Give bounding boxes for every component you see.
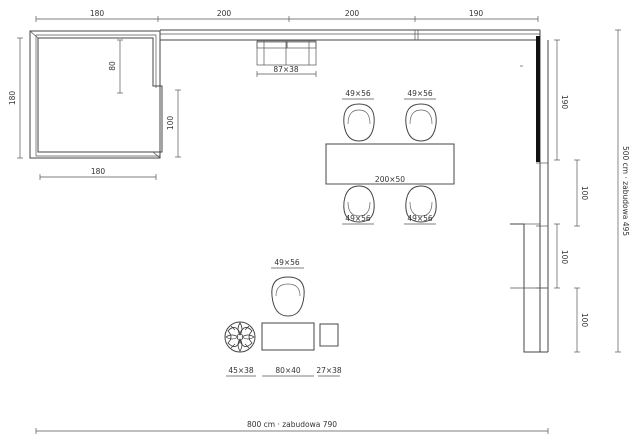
dim-top-4: 190 xyxy=(469,9,484,18)
shelf: 87×38 xyxy=(256,40,317,77)
dim-chair-bottom-left: 49×56 xyxy=(345,214,371,223)
dim-top-1: 180 xyxy=(90,9,105,18)
total-height-dimension: 500 cm · zabudowa 495 xyxy=(615,29,630,353)
right-dark-panel xyxy=(536,36,540,162)
dim-chair-top-left: 49×56 xyxy=(345,89,371,98)
dim-left-height: 180 xyxy=(8,91,17,106)
dim-total-height: 500 cm · zabudowa 495 xyxy=(621,146,630,236)
inner-80-dimension: 80 xyxy=(108,39,123,94)
dim-right-100c: 100 xyxy=(580,313,589,328)
top-wall-counter xyxy=(160,29,540,41)
dim-bottom-180: 180 xyxy=(91,167,106,176)
dim-lounge-chair: 49×56 xyxy=(274,258,300,267)
stool xyxy=(319,323,339,347)
dim-top-2: 200 xyxy=(217,9,232,18)
right-100a-dimension: 100 xyxy=(574,159,589,227)
dim-table-main: 200×50 xyxy=(375,175,405,184)
right-190-dimension: 190 xyxy=(554,39,569,161)
dim-right-190: 190 xyxy=(560,95,569,110)
desk xyxy=(261,322,315,351)
top-dimension-line: 180 200 200 190 xyxy=(35,9,539,22)
dim-right-100b: 100 xyxy=(560,250,569,265)
total-width-dimension: 800 cm · zabudowa 790 xyxy=(35,420,549,434)
right-100b-dimension: 100 xyxy=(554,223,569,289)
chair-dims: 49×56 49×56 200×50 49×56 49×56 xyxy=(326,89,454,225)
dim-desk: 80×40 xyxy=(275,366,301,375)
plant-icon xyxy=(224,321,256,353)
dim-chair-top-right: 49×56 xyxy=(407,89,433,98)
plant xyxy=(224,321,256,353)
bottom-small-dims: 45×38 80×40 27×38 xyxy=(226,366,342,377)
lounge-chair: 49×56 xyxy=(271,258,305,317)
right-100c-dimension: 100 xyxy=(574,287,589,353)
dim-chair-bottom-right: 49×56 xyxy=(407,214,433,223)
dim-top-3: 200 xyxy=(345,9,360,18)
chair-bottom-right xyxy=(405,185,437,223)
right-wall-counter xyxy=(510,30,549,353)
left-dimension-line: 180 xyxy=(8,37,23,159)
dim-total-width: 800 cm · zabudowa 790 xyxy=(247,420,337,429)
dim-plant: 45×38 xyxy=(228,366,254,375)
chair-top-left xyxy=(343,103,375,142)
corner-counter xyxy=(29,30,163,159)
dim-stool: 27×38 xyxy=(316,366,342,375)
side-100-dimension: 100 xyxy=(166,89,181,158)
dim-inner-80: 80 xyxy=(108,61,117,71)
bottom-180-dimension: 180 xyxy=(39,167,157,180)
chair-icon xyxy=(271,276,305,317)
dim-shelf: 87×38 xyxy=(273,65,299,74)
chair-bottom-left xyxy=(343,185,375,223)
dim-side-100: 100 xyxy=(166,116,175,131)
dim-right-100a: 100 xyxy=(580,186,589,201)
chair-top-right xyxy=(405,103,437,142)
